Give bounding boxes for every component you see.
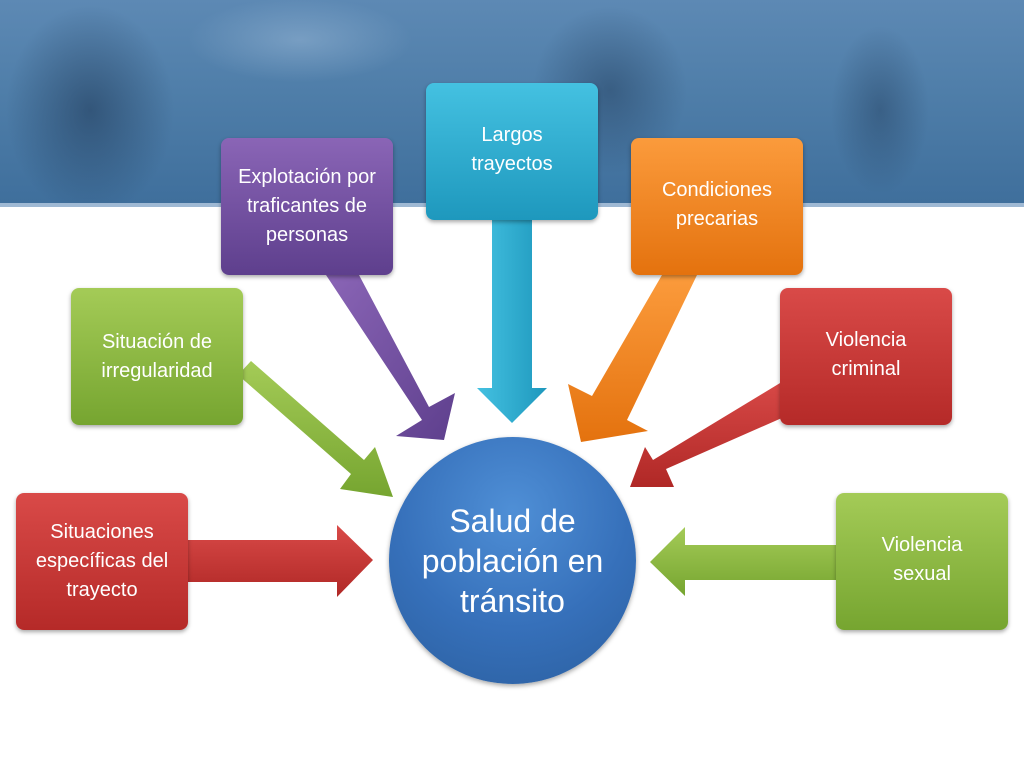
arrow-violencia-sexual bbox=[650, 527, 837, 596]
arrow-irregularidad bbox=[238, 361, 393, 497]
factor-box-violencia-sexual: Violencia sexual bbox=[836, 493, 1008, 630]
arrow-violencia-criminal bbox=[630, 377, 800, 487]
factor-box-condiciones: Condiciones precarias bbox=[631, 138, 803, 275]
factor-label-condiciones: Condiciones precarias bbox=[661, 179, 773, 230]
factor-box-violencia-criminal: Violencia criminal bbox=[780, 288, 952, 425]
factor-label-trayectos: Largos trayectos bbox=[471, 124, 553, 175]
arrow-situaciones bbox=[186, 525, 373, 597]
factor-label-violencia-sexual: Violencia sexual bbox=[881, 534, 963, 585]
arrow-trayectos bbox=[477, 220, 547, 423]
factor-box-situaciones: Situaciones específicas del trayecto bbox=[16, 493, 188, 630]
factor-label-irregularidad: Situación de irregularidad bbox=[101, 330, 213, 382]
factor-box-irregularidad: Situación de irregularidad bbox=[71, 288, 243, 425]
factor-label-situaciones: Situaciones específicas del trayecto bbox=[35, 521, 169, 601]
arrow-condiciones bbox=[568, 275, 697, 442]
central-topic-label: Salud de población en tránsito bbox=[421, 502, 604, 619]
central-topic-circle: Salud de población en tránsito bbox=[389, 437, 636, 684]
factor-box-explotacion: Explotación por traficantes de personas bbox=[221, 138, 393, 275]
factor-box-trayectos: Largos trayectos bbox=[426, 83, 598, 220]
factor-label-violencia-criminal: Violencia criminal bbox=[825, 329, 907, 380]
arrow-explotacion bbox=[326, 275, 455, 440]
factor-label-explotacion: Explotación por traficantes de personas bbox=[238, 166, 376, 246]
